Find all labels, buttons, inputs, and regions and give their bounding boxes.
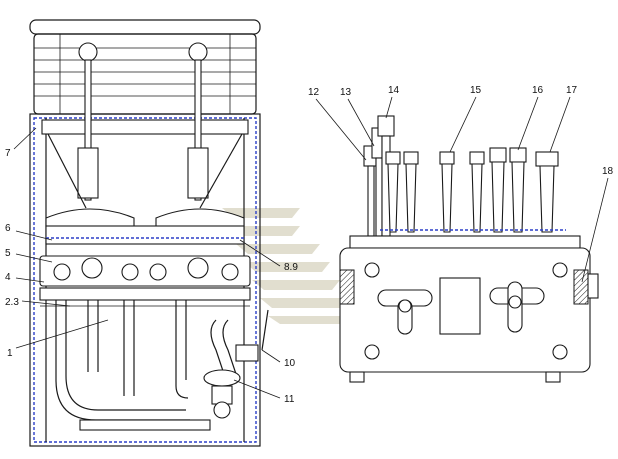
pipe-bundle bbox=[55, 300, 239, 421]
foot-right bbox=[545, 371, 561, 383]
callout-1: 1 bbox=[7, 348, 13, 359]
cross-valve-right bbox=[489, 281, 545, 333]
callout-2-3: 2.3 bbox=[5, 297, 19, 308]
block-bolts bbox=[364, 262, 568, 360]
lever-handle-left bbox=[77, 42, 99, 201]
callout-17: 17 bbox=[566, 85, 578, 96]
callout-12: 12 bbox=[308, 87, 320, 98]
valve-dome-right bbox=[155, 208, 245, 227]
valve-dome-left bbox=[45, 208, 135, 227]
frame-outline-blue bbox=[33, 117, 257, 443]
foot-left bbox=[349, 371, 365, 383]
top-crossbar bbox=[41, 119, 249, 135]
hatched-flange-right bbox=[573, 269, 589, 305]
callout-5: 5 bbox=[5, 248, 11, 259]
callout-15: 15 bbox=[470, 85, 482, 96]
nozzle-group-a bbox=[385, 151, 419, 233]
nozzle-group-b bbox=[469, 147, 507, 233]
right-view-assembly bbox=[339, 115, 599, 383]
nozzle-16 bbox=[509, 147, 527, 233]
callout-4: 4 bbox=[5, 272, 11, 283]
callout-13: 13 bbox=[340, 87, 352, 98]
top-guard-cage bbox=[29, 19, 261, 115]
middle-plate bbox=[45, 225, 245, 245]
callout-leaders bbox=[13, 96, 609, 399]
bolt-flange bbox=[39, 287, 251, 301]
nozzle-15 bbox=[439, 151, 455, 233]
valve-handle-10 bbox=[235, 309, 269, 362]
callout-6: 6 bbox=[5, 223, 11, 234]
top-manifold-plate bbox=[349, 235, 581, 249]
callout-8-9: 8.9 bbox=[284, 262, 298, 273]
callout-7: 7 bbox=[5, 148, 11, 159]
callout-10: 10 bbox=[284, 358, 296, 369]
base-plate bbox=[79, 419, 211, 431]
callout-labels: 1 2.3 4 5 6 7 8.9 10 11 12 13 14 15 16 1… bbox=[5, 85, 614, 405]
callout-14: 14 bbox=[388, 85, 400, 96]
square-inspection-plate bbox=[439, 277, 481, 335]
callout-18: 18 bbox=[602, 166, 614, 177]
cross-valve-left bbox=[377, 289, 433, 335]
valve-body-row bbox=[39, 255, 251, 287]
lever-handle-right bbox=[187, 42, 209, 201]
nozzle-17 bbox=[535, 151, 559, 233]
hatched-flange-left bbox=[339, 269, 355, 305]
callout-11: 11 bbox=[284, 394, 295, 405]
callout-16: 16 bbox=[532, 85, 544, 96]
assembly-11 bbox=[203, 369, 241, 419]
left-view-assembly bbox=[29, 19, 269, 447]
